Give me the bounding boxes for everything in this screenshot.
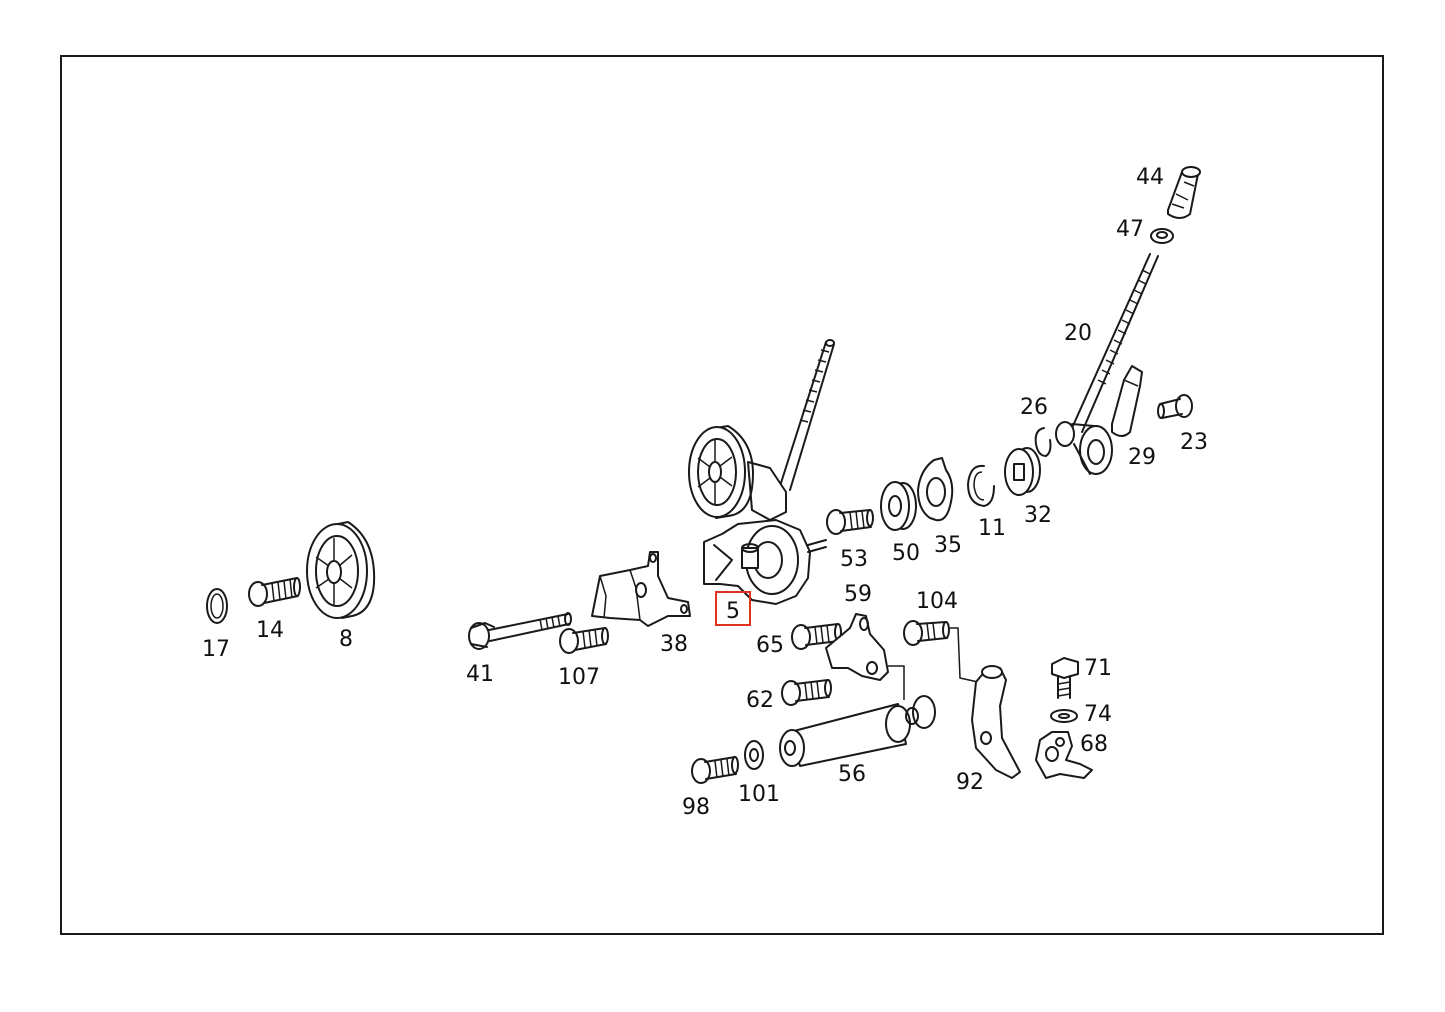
part-50-bushing-drawing[interactable] xyxy=(880,481,917,531)
part-44-knob-drawing[interactable] xyxy=(1167,166,1201,219)
part-53-bolt-drawing[interactable] xyxy=(826,509,874,535)
part-label-41[interactable]: 41 xyxy=(466,662,494,687)
part-20-lever-drawing[interactable] xyxy=(1055,253,1159,475)
part-label-17[interactable]: 17 xyxy=(202,637,230,662)
part-8-pulley-drawing[interactable] xyxy=(306,521,376,619)
part-label-23[interactable]: 23 xyxy=(1180,430,1208,455)
part-62-bolt-drawing[interactable] xyxy=(781,679,832,706)
part-label-11[interactable]: 11 xyxy=(978,516,1006,541)
part-label-53[interactable]: 53 xyxy=(840,547,868,572)
part-label-56[interactable]: 56 xyxy=(838,762,866,787)
part-23-screw-drawing[interactable] xyxy=(1157,394,1193,419)
part-label-68[interactable]: 68 xyxy=(1080,732,1108,757)
part-14-bolt-drawing[interactable] xyxy=(248,577,301,607)
part-label-92[interactable]: 92 xyxy=(956,770,984,795)
part-59-bracket-drawing[interactable] xyxy=(825,613,905,700)
part-label-44[interactable]: 44 xyxy=(1136,165,1164,190)
part-label-20[interactable]: 20 xyxy=(1064,321,1092,346)
part-label-74[interactable]: 74 xyxy=(1084,702,1112,727)
part-104-bolt-drawing[interactable] xyxy=(903,620,979,683)
part-38-bracket-drawing[interactable] xyxy=(591,551,691,627)
part-35-plate-drawing[interactable] xyxy=(917,457,954,522)
part-label-71[interactable]: 71 xyxy=(1084,656,1112,681)
part-label-5[interactable]: 5 xyxy=(726,599,740,624)
part-label-47[interactable]: 47 xyxy=(1116,217,1144,242)
part-label-107[interactable]: 107 xyxy=(558,665,600,690)
part-101-washer-drawing[interactable] xyxy=(744,740,764,770)
part-label-59[interactable]: 59 xyxy=(844,582,872,607)
part-107-bolt-drawing[interactable] xyxy=(559,627,609,654)
part-label-50[interactable]: 50 xyxy=(892,541,920,566)
part-29-clip-drawing[interactable] xyxy=(1111,365,1143,437)
part-label-8[interactable]: 8 xyxy=(339,627,353,652)
part-label-35[interactable]: 35 xyxy=(934,533,962,558)
part-label-98[interactable]: 98 xyxy=(682,795,710,820)
part-47-washer-drawing[interactable] xyxy=(1150,228,1174,244)
part-74-washer-drawing[interactable] xyxy=(1050,709,1078,723)
part-71-bolt-drawing[interactable] xyxy=(1051,657,1079,699)
part-92-arm-drawing[interactable] xyxy=(971,665,1021,779)
highlight-box-part-5 xyxy=(715,591,751,626)
part-label-14[interactable]: 14 xyxy=(256,618,284,643)
part-label-62[interactable]: 62 xyxy=(746,688,774,713)
part-drawings xyxy=(206,166,1201,784)
part-label-32[interactable]: 32 xyxy=(1024,503,1052,528)
part-41-bolt-drawing[interactable] xyxy=(468,612,572,650)
part-5-tensioner-drawing[interactable] xyxy=(688,339,835,605)
part-label-38[interactable]: 38 xyxy=(660,632,688,657)
part-label-104[interactable]: 104 xyxy=(916,589,958,614)
part-17-ring-drawing[interactable] xyxy=(206,588,228,624)
part-26-ring-drawing[interactable] xyxy=(1034,427,1052,457)
part-label-29[interactable]: 29 xyxy=(1128,445,1156,470)
part-11-ring-drawing[interactable] xyxy=(967,464,995,507)
part-32-bushing-drawing[interactable] xyxy=(1004,447,1041,496)
part-label-26[interactable]: 26 xyxy=(1020,395,1048,420)
part-98-bolt-drawing[interactable] xyxy=(691,756,739,784)
part-56-damper-drawing[interactable] xyxy=(779,695,936,767)
part-68-bracket-drawing[interactable] xyxy=(1035,731,1093,779)
part-labels: 44 47 20 26 23 29 32 11 35 50 53 5 59 10… xyxy=(202,165,1208,820)
part-label-101[interactable]: 101 xyxy=(738,782,780,807)
part-label-65[interactable]: 65 xyxy=(756,633,784,658)
